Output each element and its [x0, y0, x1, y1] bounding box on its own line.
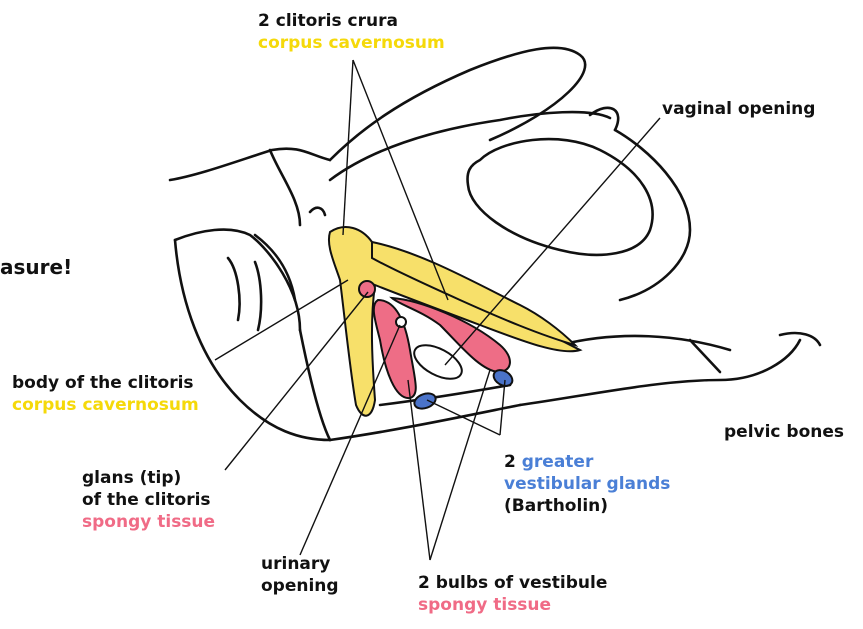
glans-tissue: spongy tissue — [82, 511, 215, 533]
body-of-clitoris-line1: body of the clitoris — [12, 372, 199, 394]
page-fragment-text: asure! — [0, 256, 72, 278]
bulbs-tissue: spongy tissue — [418, 594, 607, 616]
body-of-clitoris-label: body of the clitoris corpus cavernosum — [12, 372, 199, 416]
clitoris-crura-label-line1: 2 clitoris crura — [258, 10, 445, 32]
vaginal-opening-shape — [409, 338, 467, 385]
body-of-clitoris-tissue: corpus cavernosum — [12, 394, 199, 416]
glans-line1: glans (tip) — [82, 467, 215, 489]
vestibular-glands-line1: 2 greater — [504, 451, 670, 473]
pelvic-bones-label: pelvic bones — [724, 421, 844, 443]
glans-line2: of the clitoris — [82, 489, 215, 511]
vestibular-glands-line3: (Bartholin) — [504, 495, 670, 517]
urinary-line1: urinary — [261, 553, 339, 575]
urinary-line2: opening — [261, 575, 339, 597]
clitoris-crura-label: 2 clitoris crura corpus cavernosum — [258, 10, 445, 54]
vestibular-glands-label: 2 greater vestibular glands (Bartholin) — [504, 451, 670, 517]
urinary-opening-shape — [396, 317, 406, 327]
urinary-opening-label: urinary opening — [261, 553, 339, 597]
vestibular-glands-prefix: 2 — [504, 452, 522, 472]
vestibular-glands-greater: greater — [522, 452, 594, 472]
glans-label: glans (tip) of the clitoris spongy tissu… — [82, 467, 215, 533]
vestibular-glands-line2: vestibular glands — [504, 473, 670, 495]
clitoris-crura-tissue-label: corpus cavernosum — [258, 32, 445, 54]
vestibular-glands-shapes — [412, 367, 515, 411]
bulbs-line1: 2 bulbs of vestibule — [418, 572, 607, 594]
vaginal-opening-label: vaginal opening — [662, 98, 815, 120]
bulbs-label: 2 bulbs of vestibule spongy tissue — [418, 572, 607, 616]
